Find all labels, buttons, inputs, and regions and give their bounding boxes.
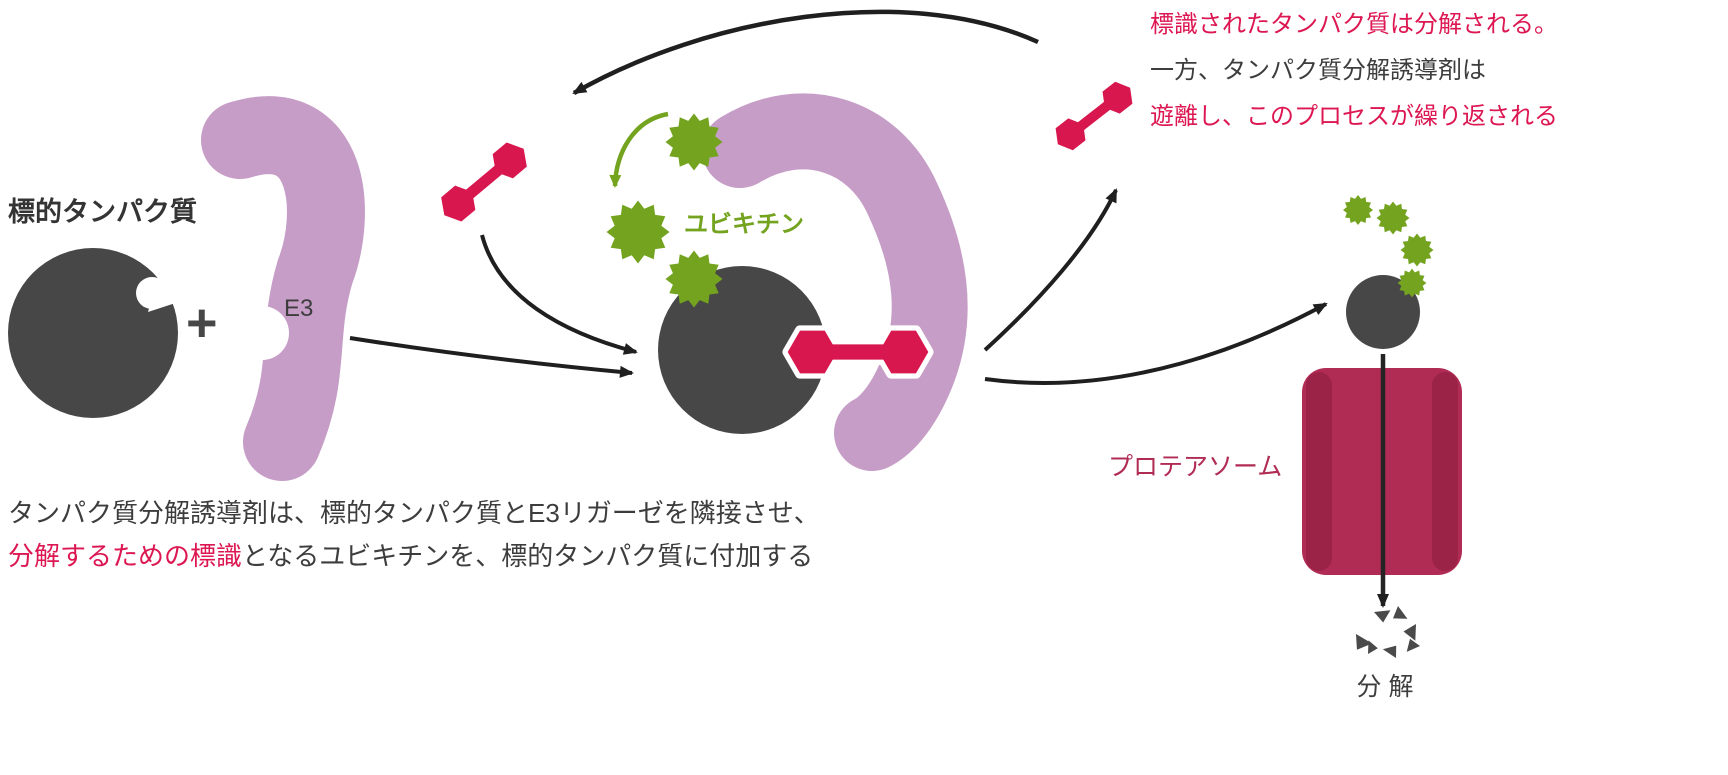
protein-fragment: [1368, 640, 1378, 654]
degrader-dumbbell-bound: [787, 330, 929, 374]
degrader-dumbbell-released: [1049, 76, 1139, 156]
protein-fragment: [1382, 645, 1397, 658]
target-protein-left: [8, 248, 200, 418]
arrow-ubiquitin-transfer: [609, 111, 669, 188]
cycle-note-line1: 標識されたタンパク質は分解される。: [1150, 11, 1558, 38]
proteasome-edge-left: [1306, 372, 1332, 571]
cycle-note-line3: 遊離し、このプロセスが繰り返される: [1150, 103, 1558, 130]
target-protein-label: 標的タンパク質: [8, 197, 197, 227]
ubiquitin-ball-small: [1343, 195, 1373, 225]
mechanism-caption-line1: タンパク質分解誘導剤は、標的タンパク質とE3リガーゼを隣接させ、: [8, 498, 820, 528]
protein-fragment: [1374, 610, 1391, 623]
target-protein-circle: [8, 248, 178, 418]
arrow-cycle-repeat: [572, 9, 1039, 95]
cycle-note: 標識されたタンパク質は分解される。 一方、タンパク質分解誘導剤は 遊離し、このプ…: [1150, 2, 1558, 140]
arrow-degrader-release: [983, 188, 1118, 352]
plus-sign: +: [186, 293, 218, 353]
proteasome-edge-right: [1432, 372, 1458, 571]
proteasome-label: プロテアソーム: [1108, 453, 1283, 481]
arrow-to-proteasome: [984, 302, 1328, 385]
cycle-note-line2: 一方、タンパク質分解誘導剤は: [1150, 57, 1486, 84]
e3-ligase-shape-left: [201, 96, 365, 481]
arrow-degrader-binding: [480, 234, 638, 355]
protein-fragment: [1403, 624, 1416, 641]
ubiquitin-label: ユビキチン: [684, 211, 804, 238]
mechanism-caption: タンパク質分解誘導剤は、標的タンパク質とE3リガーゼを隣接させ、 分解するための…: [8, 492, 820, 578]
degradation-fragments: [1356, 606, 1420, 658]
e3-ligase-label: E3: [284, 295, 314, 322]
ubiquitin-ball-small: [1376, 201, 1410, 235]
protein-fragment: [1406, 638, 1420, 652]
tagged-protein-right: [1346, 275, 1420, 349]
e3-ligase-shape-middle: [702, 93, 968, 471]
protein-fragment: [1393, 606, 1408, 619]
e3-pocket-notch: [235, 306, 289, 360]
binding-pocket-hole: [136, 277, 168, 309]
ubiquitin-ball-small: [1400, 233, 1434, 267]
protein-fragment: [1356, 634, 1373, 650]
degrader-dumbbell-free-left: [434, 136, 534, 228]
mechanism-caption-line2-highlight: 分解するための標識: [8, 541, 243, 571]
degradation-label: 分 解: [1356, 673, 1414, 701]
arrow-complex-formation: [349, 336, 634, 378]
target-protein-middle: [658, 266, 826, 434]
mechanism-caption-line2: 分解するための標識となるユビキチンを、標的タンパク質に付加する: [8, 535, 820, 578]
ubiquitin-ball: [606, 200, 670, 264]
mechanism-caption-line2-rest: となるユビキチンを、標的タンパク質に付加する: [242, 541, 814, 571]
